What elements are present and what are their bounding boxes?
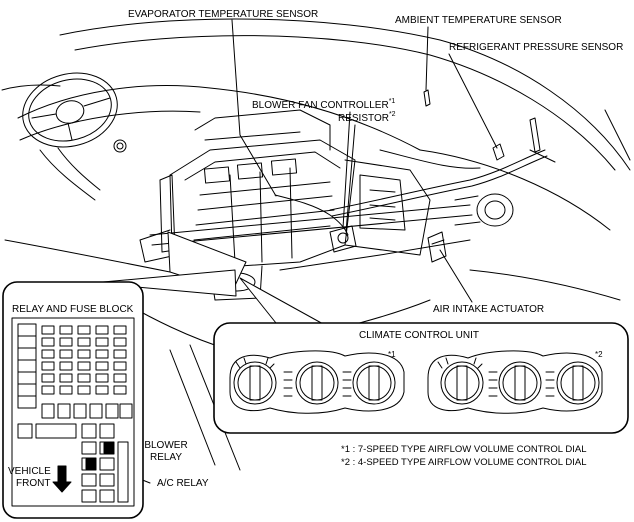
fuse xyxy=(113,373,127,383)
fuse xyxy=(77,349,91,359)
climate-control-unit-7-speed xyxy=(229,350,405,414)
air-intake-actuator-label: AIR INTAKE ACTUATOR xyxy=(433,304,545,315)
resistor-mark: *2 xyxy=(388,111,396,118)
fuse xyxy=(95,337,109,347)
fuse xyxy=(77,361,91,371)
vehicle-front-label: VEHICLE FRONT xyxy=(8,466,51,489)
blower-relay-label: BLOWER RELAY xyxy=(144,440,188,463)
fuse xyxy=(77,385,91,395)
dash-vent-icon xyxy=(113,139,127,153)
refrigerant-pressure-sensor-label: REFRIGERANT PRESSURE SENSOR xyxy=(449,42,624,53)
unit-mark-2: *2 xyxy=(595,350,603,359)
fuse xyxy=(113,361,127,371)
climate-control-unit-4-speed xyxy=(427,350,603,414)
fuse xyxy=(59,361,73,371)
fuse xyxy=(41,349,55,359)
leader-lines xyxy=(109,19,498,484)
relay-fuse-block-title: RELAY AND FUSE BLOCK xyxy=(12,304,134,315)
vehicle-front-line1: VEHICLE xyxy=(8,466,51,477)
evaporator-temperature-sensor-label: EVAPORATOR TEMPERATURE SENSOR xyxy=(128,9,319,20)
climate-control-unit-title: CLIMATE CONTROL UNIT xyxy=(359,330,480,341)
blower-fan-controller-text: BLOWER FAN CONTROLLER xyxy=(252,100,389,111)
vehicle-front-line2: FRONT xyxy=(16,477,51,489)
fuse xyxy=(41,337,55,347)
fuse xyxy=(59,325,73,335)
fuse xyxy=(77,373,91,383)
fuse xyxy=(77,337,91,347)
fuse xyxy=(41,385,55,395)
vehicle-front-arrow-icon xyxy=(52,465,72,493)
fuse xyxy=(59,385,73,395)
fuse xyxy=(77,325,91,335)
note-1: *1 : 7-SPEED TYPE AIRFLOW VOLUME CONTROL… xyxy=(341,444,587,455)
callout-fuse-block xyxy=(91,269,237,297)
fuse xyxy=(95,325,109,335)
blower-relay-line2: RELAY xyxy=(149,451,183,463)
fuse xyxy=(113,337,127,347)
fuse xyxy=(41,361,55,371)
blower-fan-controller-label: BLOWER FAN CONTROLLER*1 xyxy=(252,98,396,112)
fuse xyxy=(59,337,73,347)
fuse xyxy=(95,385,109,395)
blower-relay-line1: BLOWER xyxy=(144,440,188,451)
fuse xyxy=(95,361,109,371)
note-2: *2 : 4-SPEED TYPE AIRFLOW VOLUME CONTROL… xyxy=(341,457,587,468)
fuse xyxy=(113,385,127,395)
fuse xyxy=(113,349,127,359)
unit-mark-1: *1 xyxy=(388,350,396,359)
ambient-temperature-sensor-label: AMBIENT TEMPERATURE SENSOR xyxy=(395,15,562,26)
fuse xyxy=(95,349,109,359)
fuse xyxy=(113,325,127,335)
fuse xyxy=(59,373,73,383)
fuse xyxy=(95,373,109,383)
resistor-text: RESISTOR xyxy=(338,113,389,124)
fuse xyxy=(59,349,73,359)
resistor-label: RESISTOR*2 xyxy=(338,111,396,125)
ac-relay-label: A/C RELAY xyxy=(157,478,209,489)
fuse xyxy=(41,325,55,335)
steering-wheel-icon xyxy=(22,72,118,201)
blower-fan-controller-mark: *1 xyxy=(388,98,396,105)
fuse-block-drawing xyxy=(11,317,135,507)
fuse xyxy=(41,373,55,383)
